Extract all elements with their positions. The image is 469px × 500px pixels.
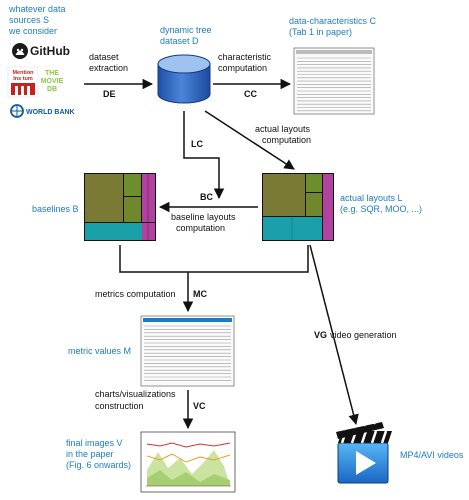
mention-subword: Ins tum [13,76,33,82]
dataset-label-line1: dynamic tree [160,25,212,35]
actual-layouts-label-line1: actual layouts L [340,193,403,203]
clapperboard-icon [336,416,392,484]
arrow-actual-layouts [204,110,295,170]
edge-extraction-line1: dataset [89,52,119,62]
characteristics-label-line2: (Tab 1 in paper) [289,27,352,37]
edge-charts-code: VC [193,401,206,411]
arrow-to-baseline [183,111,225,200]
characteristics-table-thumbnail [293,47,375,115]
videos-label: MP4/AVI videos [400,450,464,460]
world-bank-wordmark: WORLD BANK [26,109,75,116]
bracket-metrics [119,245,309,273]
final-images-label-line1: final images V [66,438,123,448]
baselines-treemap-thumbnail [84,173,156,241]
arrow-video-generation [309,244,359,426]
edge-extraction-line2: extraction [89,63,128,73]
metric-values-label: metric values M [68,346,131,356]
edge-baseline-code: BC [200,192,213,202]
final-images-chart-thumbnail [140,431,236,493]
final-images-label-line2: in the paper [66,449,114,459]
dataset-label-line2: dataset D [160,36,199,46]
edge-layouts-line2: computation [262,135,311,145]
edge-video-label: video generation [330,330,397,340]
edge-baseline-line2: computation [176,223,225,233]
sources-label-line2: sources S [9,15,49,25]
moviedb-word-2: MOVIE [41,78,64,85]
moviedb-word-1: THE [45,70,59,77]
metrics-table-thumbnail [140,315,235,387]
actual-layouts-treemap-thumbnail [262,173,334,241]
edge-baseline-line1: baseline layouts [171,212,236,222]
github-logo: GitHub [12,43,70,59]
sources-label-line1: whatever data [8,4,66,14]
edge-layouts-line1: actual layouts [255,124,311,134]
edge-charts-line1: charts/visualizations [95,389,176,399]
final-images-label-line3: (Fig. 6 onwards) [66,460,131,470]
moviedb-word-3: DB [47,86,57,93]
edge-metrics-code: MC [193,289,207,299]
edge-extraction-code: DE [103,89,116,99]
actual-layouts-label-line2: (e.g. SQR, MOO, ...) [340,204,422,214]
edge-layouts-code: LC [191,139,203,149]
edge-characteristic-code: CC [244,89,257,99]
mention-wordmark: Mention [12,70,34,76]
baselines-label: baselines B [32,204,79,214]
dataset-cylinder-icon [157,54,211,104]
edge-metrics-label: metrics computation [95,289,176,299]
characteristics-label-line1: data-characteristics C [289,16,377,26]
mention-logo: Mention Ins tum [7,66,39,98]
edge-characteristic-line1: characteristic [218,52,272,62]
edge-charts-line2: construction [95,401,144,411]
connectors [84,78,359,430]
sources-label-line3: we consider [8,26,57,36]
globe-icon [10,104,24,118]
movie-db-logo: THE MOVIE DB [41,70,64,93]
edge-video-code: VG [314,330,327,340]
world-bank-logo: WORLD BANK [10,104,75,118]
edge-characteristic-line2: computation [218,63,267,73]
github-wordmark: GitHub [30,44,70,58]
